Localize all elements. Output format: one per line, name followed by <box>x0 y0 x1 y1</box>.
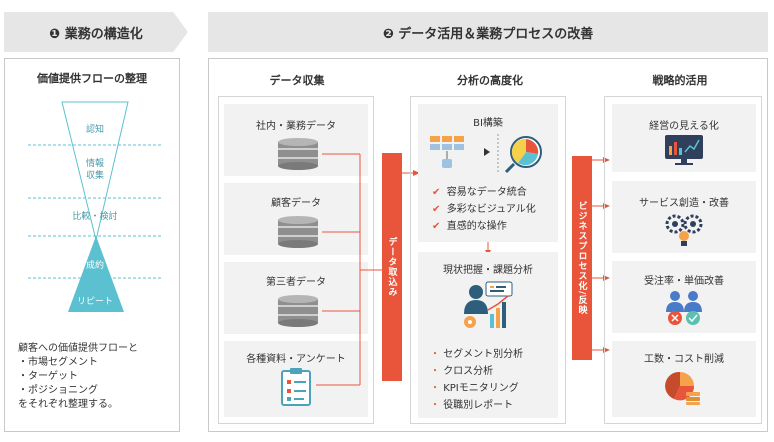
right-banner: ❷ データ活用＆業務プロセスの改善 <box>208 12 768 52</box>
col-strategy-frame <box>604 96 762 424</box>
bullet-icon: ・ <box>430 349 440 360</box>
strategy-card-order-rate <box>612 261 756 333</box>
clipboard-survey-icon <box>281 368 311 406</box>
funnel-label-info: 情報 収集 <box>85 159 104 181</box>
bi-card <box>418 104 558 242</box>
col-analysis-title: 分析の高度化 <box>457 74 523 87</box>
strategy-card-service-label: サービス創造・改善 <box>639 198 729 209</box>
data-table-icon <box>430 136 464 168</box>
bullet-icon: ・ <box>430 400 440 411</box>
database-icon <box>278 138 318 170</box>
analyst-presentation-icon <box>464 281 513 328</box>
analytics-magnifier-icon <box>504 136 542 174</box>
analysis-card <box>418 252 558 418</box>
left-description: 顧客への価値提供フローと ・市場セグメント ・ターゲット ・ポジショニング をそ… <box>18 342 178 412</box>
description-line-1: 顧客への価値提供フローと <box>18 343 138 354</box>
bullet-icon: ・ <box>430 366 440 377</box>
col-strategy-title: 戦略的活用 <box>652 74 708 87</box>
strategy-card-order-rate-label: 受注率・単価改善 <box>644 276 724 287</box>
funnel-label-repeat: リピート <box>76 297 113 307</box>
col-analysis-frame <box>410 96 566 424</box>
data-card-third-party-label: 第三者データ <box>266 277 326 288</box>
funnel-label-contract: 成約 <box>85 261 104 271</box>
value-flow-funnel <box>28 101 162 312</box>
analysis-list: ・ セグメント別分析 ・ クロス分析 ・ KPIモニタリング ・ 役職別レポート <box>430 346 560 414</box>
check-icon: ✔ <box>432 187 441 198</box>
dashboard-monitor-icon <box>665 135 703 165</box>
bi-check-text: 多彩なビジュアル化 <box>446 204 536 215</box>
left-banner-text: ❶ 業務の構造化 <box>49 26 143 42</box>
funnel-label-compare: 比較・検討 <box>72 212 118 222</box>
business-process-bar-label: ビジネスプロセス化/反映 <box>576 200 587 316</box>
bi-check-item: ✔ 多彩なビジュアル化 <box>432 201 562 218</box>
left-title: 価値提供フローの整理 <box>37 72 147 85</box>
business-process-bar: ビジネスプロセス化/反映 <box>572 156 592 360</box>
data-card-customer-label: 顧客データ <box>271 198 321 209</box>
data-ingest-bar-label: データ取込み <box>386 237 397 297</box>
bi-dashboard-icon <box>430 134 542 174</box>
funnel-lower-shape <box>68 236 124 312</box>
data-card-internal-label: 社内・業務データ <box>256 121 336 132</box>
pie-chart-coins-icon <box>665 371 700 405</box>
check-icon: ✔ <box>432 221 441 232</box>
database-icon <box>278 295 318 327</box>
analysis-list-item: ・ KPIモニタリング <box>430 380 560 397</box>
bi-check-list: ✔ 容易なデータ統合 ✔ 多彩なビジュアル化 ✔ 直感的な操作 <box>432 184 562 235</box>
bi-card-title: BI構築 <box>473 118 503 129</box>
bi-check-item: ✔ 容易なデータ統合 <box>432 184 562 201</box>
bi-check-text: 容易なデータ統合 <box>446 187 527 198</box>
left-banner: ❶ 業務の構造化 <box>4 12 188 52</box>
analysis-item-text: 役職別レポート <box>443 400 514 411</box>
strategy-card-cost-label: 工数・コスト削減 <box>644 354 724 365</box>
description-line-3: ・ターゲット <box>18 371 78 382</box>
data-ingest-bar: データ取込み <box>382 153 402 381</box>
analysis-list-item: ・ セグメント別分析 <box>430 346 560 363</box>
col-data-collection-title: データ収集 <box>269 74 325 87</box>
description-line-2: ・市場セグメント <box>18 357 98 368</box>
right-banner-text: ❷ データ活用＆業務プロセスの改善 <box>382 26 594 42</box>
customers-approval-icon <box>666 291 702 325</box>
bullet-icon: ・ <box>430 383 440 394</box>
funnel-upper-shape <box>61 101 129 241</box>
strategy-card-visualization-label: 経営の見える化 <box>649 121 719 132</box>
bi-check-item: ✔ 直感的な操作 <box>432 218 562 235</box>
check-icon: ✔ <box>432 204 441 215</box>
database-icon <box>278 216 318 248</box>
col-data-collection-frame <box>218 96 374 424</box>
analysis-list-item: ・ クロス分析 <box>430 363 560 380</box>
analysis-card-title: 現状把握・課題分析 <box>443 265 533 276</box>
analysis-item-text: クロス分析 <box>443 366 494 377</box>
description-line-4: ・ポジショニング <box>18 385 98 396</box>
analysis-list-item: ・ 役職別レポート <box>430 397 560 414</box>
funnel-label-awareness: 認知 <box>85 125 104 135</box>
analysis-item-text: KPIモニタリング <box>443 383 519 394</box>
bi-check-text: 直感的な操作 <box>446 221 507 232</box>
description-line-5: をそれぞれ整理する。 <box>18 399 118 410</box>
gear-lightbulb-icon <box>665 214 703 246</box>
analysis-item-text: セグメント別分析 <box>443 349 524 360</box>
data-card-survey-label: 各種資料・アンケート <box>246 354 346 365</box>
